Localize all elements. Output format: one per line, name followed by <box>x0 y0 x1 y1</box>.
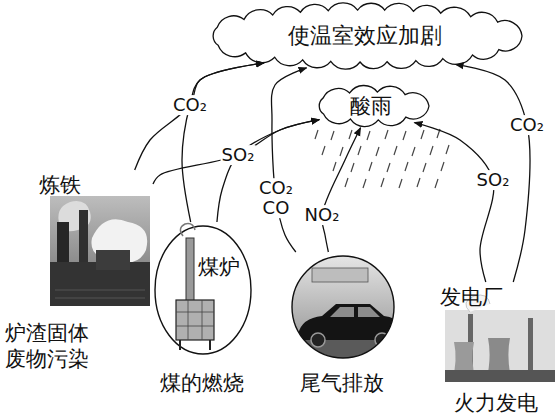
picture-node: 炼铁炉渣固体 废物污染 <box>3 170 153 392</box>
node-text: 发电厂 <box>440 284 503 310</box>
node-text: 使温室效应加剧 <box>200 2 530 70</box>
arrow-connector <box>455 64 529 282</box>
cloud-node: 酸雨 <box>305 84 437 128</box>
arrow-connector <box>153 120 319 184</box>
arrow-connector <box>414 123 493 282</box>
stove-leg <box>180 340 210 350</box>
node-text: 炼铁 <box>39 172 81 198</box>
node-text: 火力发电 <box>454 390 538 416</box>
gas-label: CO₂ <box>509 115 545 135</box>
plant-sky <box>445 310 555 382</box>
gas-label: NO₂ <box>304 205 341 225</box>
gas-label: CO₂ <box>172 95 208 115</box>
stove-detail <box>176 300 214 340</box>
factory-detail <box>55 290 145 298</box>
car-circle <box>292 256 394 358</box>
node-text: 煤炉 <box>198 254 240 280</box>
arrow-connector <box>271 68 306 252</box>
node-text: 煤的燃烧 <box>160 370 244 396</box>
factory-sky <box>50 196 150 306</box>
stove-pipe <box>186 238 194 302</box>
car-window <box>330 307 380 317</box>
car-wheel <box>311 333 325 347</box>
plant-ground <box>445 370 555 382</box>
picture-node: 煤炉煤的燃烧 <box>152 222 254 398</box>
cloud-node: 使温室效应加剧 <box>200 2 530 70</box>
stove-body <box>176 300 214 340</box>
node-text: 炉渣固体 废物污染 <box>5 320 97 373</box>
gas-label: CO₂ CO <box>258 178 294 218</box>
node-text: 尾气排放 <box>300 370 384 396</box>
ironworks-picture <box>50 196 150 306</box>
arrow-connector <box>217 120 319 222</box>
picture-node: 尾气排放 <box>288 252 398 400</box>
factory-building <box>96 250 130 270</box>
billboard <box>312 268 368 282</box>
picture-node: 发电厂火力发电 <box>438 282 558 417</box>
coal-stove-picture <box>155 224 251 354</box>
arrow-connector <box>182 63 264 222</box>
stove-circle <box>155 226 251 354</box>
stove-smoke <box>180 224 195 236</box>
car-sky <box>290 255 396 361</box>
car-picture <box>290 255 404 362</box>
node-text: 酸雨 <box>305 84 437 128</box>
gas-label: SO₂ <box>221 145 256 165</box>
arrow-connector <box>135 63 264 170</box>
gas-label: SO₂ <box>476 170 511 190</box>
rain-streaks <box>315 129 449 188</box>
arrow-connector <box>322 128 361 252</box>
